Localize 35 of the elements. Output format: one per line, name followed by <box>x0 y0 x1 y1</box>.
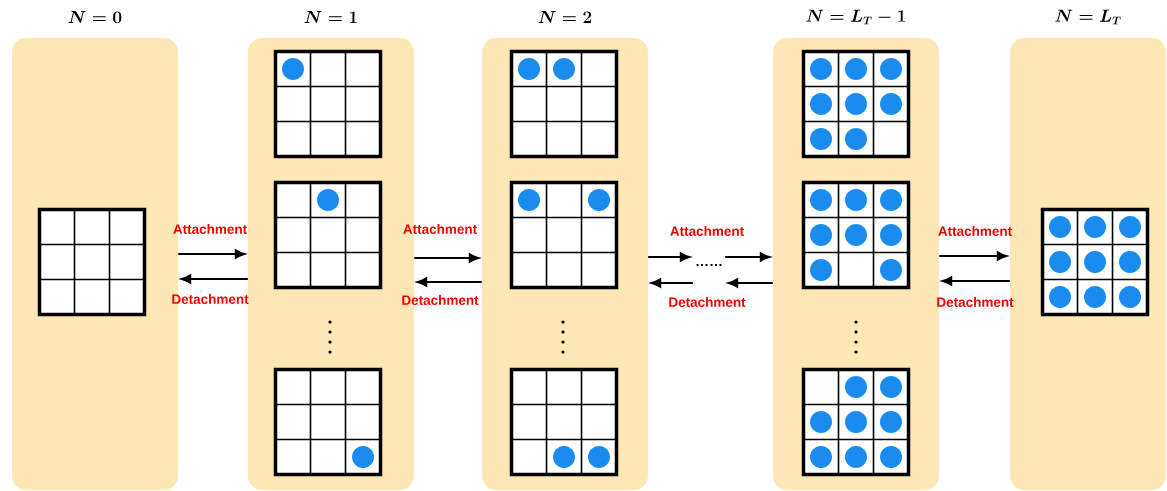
lattice-grid <box>509 367 619 477</box>
arrow <box>413 253 480 263</box>
lattice-grid <box>801 367 911 477</box>
lattice-grid <box>273 180 383 290</box>
arrow <box>941 276 1011 286</box>
lattice-grid <box>509 180 619 290</box>
arrow <box>724 252 771 262</box>
lattice-grid <box>273 49 383 159</box>
edge-label: Detachment <box>937 297 1014 307</box>
arrow <box>180 274 249 284</box>
node-label: $N = L_T$ <box>1055 9 1121 25</box>
arrow <box>650 278 694 288</box>
node-label: $N = 1$ <box>304 11 357 23</box>
edge-label: Detachment <box>669 297 746 307</box>
lattice-grid <box>801 180 911 290</box>
edge-label: Attachment <box>670 226 744 236</box>
edge-label: Attachment <box>403 224 477 234</box>
lattice-grid <box>509 49 619 159</box>
ellipsis-text: …… <box>696 263 722 267</box>
arrow <box>177 249 246 259</box>
node-label: $N = 2$ <box>538 11 592 23</box>
lattice-grid <box>273 367 383 477</box>
edge-label: Detachment <box>172 294 249 304</box>
edge-label: Attachment <box>173 224 247 234</box>
arrow <box>416 277 483 287</box>
node-label: $N = L_T - 1$ <box>806 9 906 25</box>
edge-label: Detachment <box>402 295 479 305</box>
arrow <box>647 252 691 262</box>
lattice-grid <box>37 207 147 317</box>
arrow <box>727 278 774 288</box>
node-label: $N = 0$ <box>68 11 122 24</box>
lattice-grid <box>1040 207 1150 317</box>
edge-label: Attachment <box>938 226 1012 236</box>
arrow <box>938 251 1008 261</box>
lattice-grid <box>801 49 911 159</box>
